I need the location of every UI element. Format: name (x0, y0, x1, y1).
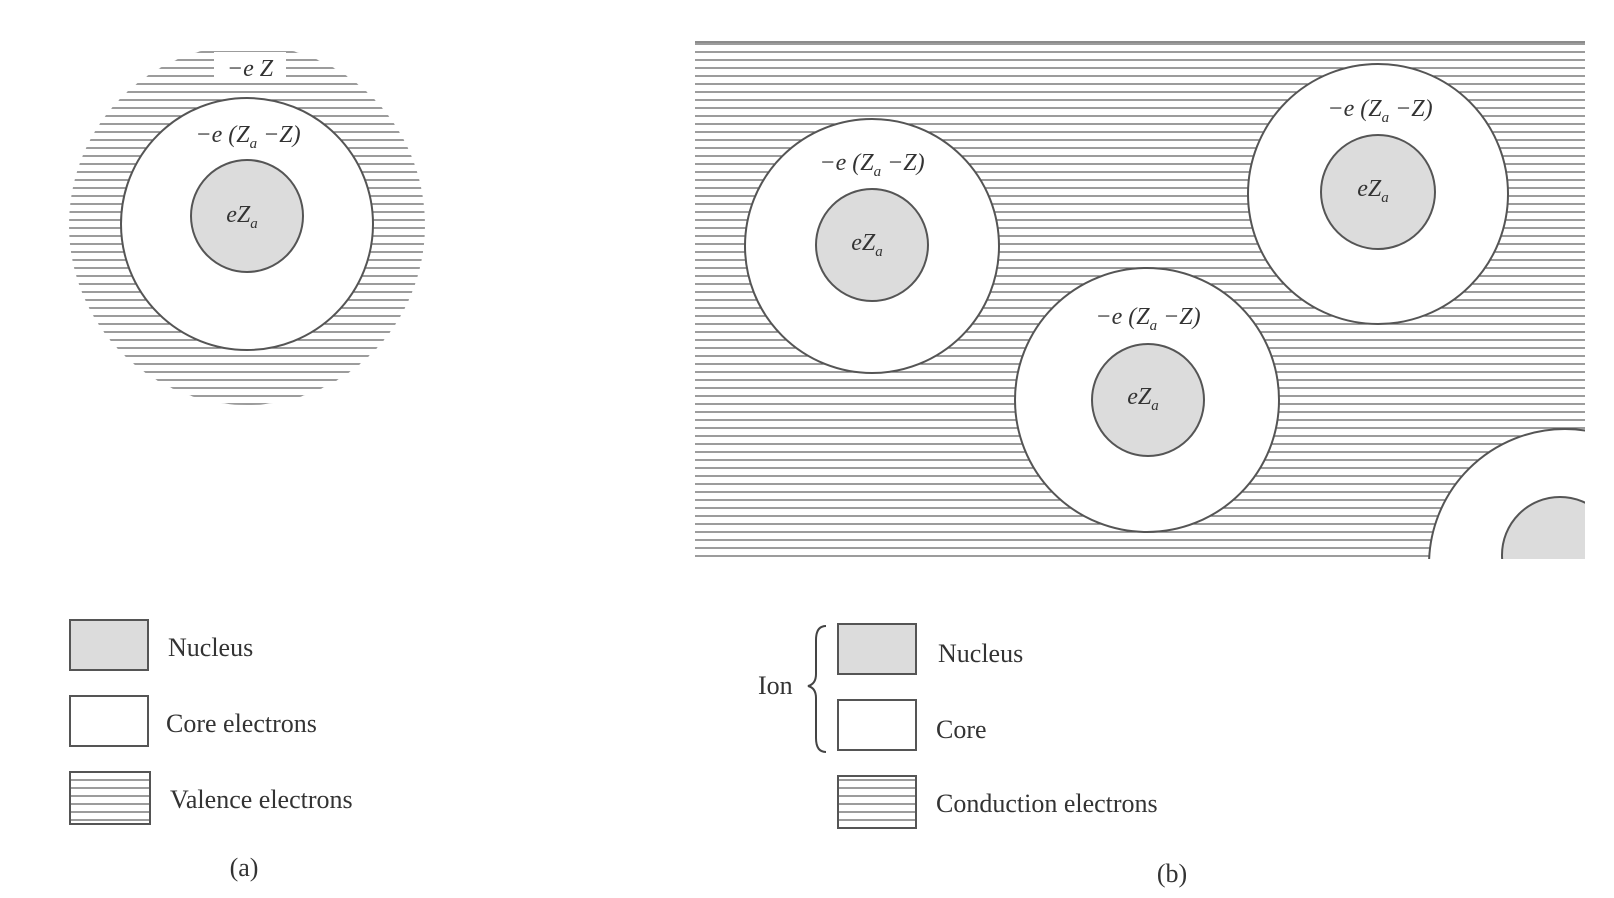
nucleus (190, 159, 304, 273)
legend-core-swatch (837, 699, 917, 751)
ion-left-nucleus-label: eZa (851, 230, 883, 260)
legend-nucleus-label: Nucleus (168, 633, 253, 662)
ion-nucleus (1320, 134, 1436, 250)
ion-nucleus (1091, 343, 1205, 457)
ion-nucleus (815, 188, 929, 302)
valence-charge-label: −e Z (227, 56, 274, 82)
ion-top-right-nucleus-label: eZa (1357, 176, 1389, 206)
panel-a-caption: (a) (230, 853, 259, 882)
ion-top-right (1247, 63, 1509, 325)
legend-core-label: Core (936, 715, 987, 744)
ion-bottom-right-partial (1428, 428, 1585, 559)
core-charge-label: −e (Za −Z) (195, 122, 300, 152)
nucleus-charge-label: eZa (226, 202, 258, 232)
legend-nucleus-label: Nucleus (938, 639, 1023, 668)
legend-conduction-swatch (837, 775, 917, 829)
ion-bracket-label: Ion (758, 671, 793, 700)
legend-conduction-label: Conduction electrons (936, 789, 1158, 818)
legend-core-label: Core electrons (166, 709, 317, 738)
panel-a-legend: Nucleus Core electrons Valence electrons… (69, 619, 353, 882)
ion-center-nucleus-label: eZa (1127, 384, 1159, 414)
panel-b-legend: Ion Nucleus Core Conduction electrons (b… (758, 623, 1187, 888)
ion-nucleus (1501, 496, 1585, 559)
legend-nucleus-swatch (69, 619, 149, 671)
ion-top-right-core-label: −e (Za −Z) (1327, 96, 1432, 126)
legend-valence-swatch (69, 771, 151, 825)
legend-nucleus-swatch (837, 623, 917, 675)
panel-b-metal (695, 42, 1585, 559)
panel-b-labels: −e (Za −Z) eZa −e (Za −Z) eZa −e (Za −Z)… (819, 96, 1432, 414)
ion-center (1014, 267, 1280, 533)
panel-b-caption: (b) (1157, 859, 1187, 888)
ion-center-core-label: −e (Za −Z) (1095, 304, 1200, 334)
ion-left (744, 118, 1000, 374)
legend-core-swatch (69, 695, 149, 747)
ion-brace (807, 625, 827, 753)
legend-valence-label: Valence electrons (170, 785, 353, 814)
ion-left-core-label: −e (Za −Z) (819, 150, 924, 180)
panel-a-atom: −e Z −e (Za −Z) eZa (69, 45, 425, 405)
